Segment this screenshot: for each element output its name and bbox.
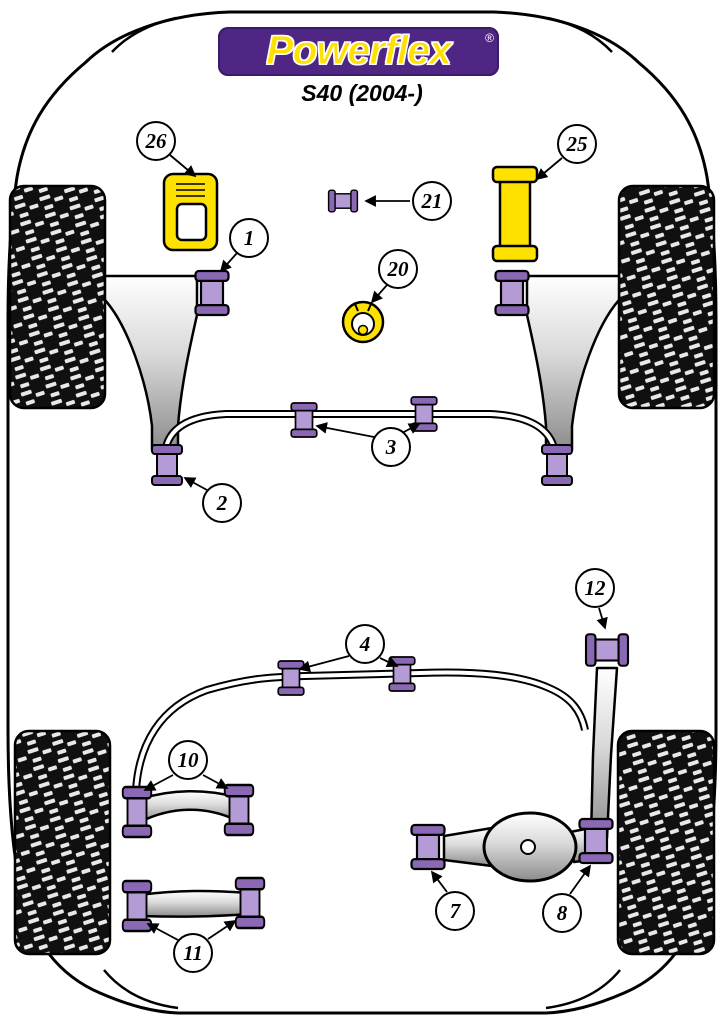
arrow-10-right (202, 774, 229, 789)
bushing-10-arm-outer (121, 785, 153, 839)
arrow-3-right (401, 423, 421, 434)
powerflex-logo-text: Powerflex (266, 26, 453, 73)
bushing-11-arm-inner (234, 876, 266, 930)
powerflex-logo: Powerflex ® (218, 27, 499, 76)
rear-left-lower-arm (136, 889, 251, 918)
bushing-2-front-arm-rear-left (151, 444, 183, 486)
rear-axle-center-hole (520, 839, 536, 855)
callout-8: 8 (542, 893, 582, 933)
bushing-3-arb-left (290, 402, 318, 438)
bushing-4-arb-right (388, 656, 416, 692)
bushing-21-small (327, 189, 359, 213)
callout-arrows (143, 154, 608, 941)
arrow-20 (370, 284, 388, 304)
callout-4: 4 (345, 624, 385, 664)
bushing-front-arm-front-right (494, 269, 530, 317)
front-anti-roll-bar (161, 410, 559, 453)
tires (8, 184, 716, 956)
part-20-steering-bush (341, 300, 385, 344)
arrow-12 (596, 607, 608, 630)
callout-7: 7 (435, 891, 475, 931)
callout-2: 2 (202, 483, 242, 523)
callout-20: 20 (378, 249, 418, 289)
front-suspension (103, 269, 621, 486)
body-crease-bottom-right (545, 969, 621, 1010)
arrow-25 (535, 157, 563, 181)
arrow-1 (219, 252, 238, 273)
tire-rear-right (616, 729, 716, 956)
bushing-12-trailing-arm-front (584, 633, 630, 667)
arrow-11-left (146, 923, 179, 941)
callout-11: 11 (173, 933, 213, 973)
rear-suspension (121, 633, 630, 933)
callout-12: 12 (575, 568, 615, 608)
bushing-10-arm-inner (223, 783, 255, 837)
arrow-2 (183, 477, 208, 491)
callout-1: 1 (229, 218, 269, 258)
bushing-8-axle-right (578, 817, 614, 865)
bushing-front-arm-rear-right (541, 444, 573, 486)
callout-26: 26 (136, 121, 176, 161)
callout-3: 3 (371, 427, 411, 467)
bushing-11-arm-outer (121, 879, 153, 933)
callout-10: 10 (168, 740, 208, 780)
part-25-mount-bush (491, 165, 539, 263)
arrow-4-right (379, 656, 399, 668)
registered-trademark-icon: ® (485, 31, 494, 45)
bushing-1-front-arm-front-left (194, 269, 230, 317)
tire-front-right (617, 184, 716, 410)
part-26-engine-mount (162, 172, 219, 252)
page-title: S40 (2004-) (301, 80, 423, 106)
tire-rear-left (13, 729, 112, 956)
arrow-4-left (298, 655, 350, 673)
arrow-8 (569, 864, 592, 895)
callout-25: 25 (557, 124, 597, 164)
callout-21: 21 (412, 181, 452, 221)
bushing-7-axle-left (410, 823, 446, 871)
arrow-11-right (207, 920, 237, 940)
tire-front-left (8, 184, 107, 410)
arrow-3-left (315, 422, 375, 438)
arrow-10-left (143, 774, 174, 791)
arrow-7 (430, 870, 448, 893)
arrow-26 (169, 154, 197, 178)
body-crease-bottom-left (103, 969, 179, 1010)
body-crease-top-right (547, 16, 613, 53)
body-crease-top-left (111, 16, 177, 53)
rear-anti-roll-bar (132, 668, 589, 791)
bushing-4-arb-left (277, 660, 305, 696)
